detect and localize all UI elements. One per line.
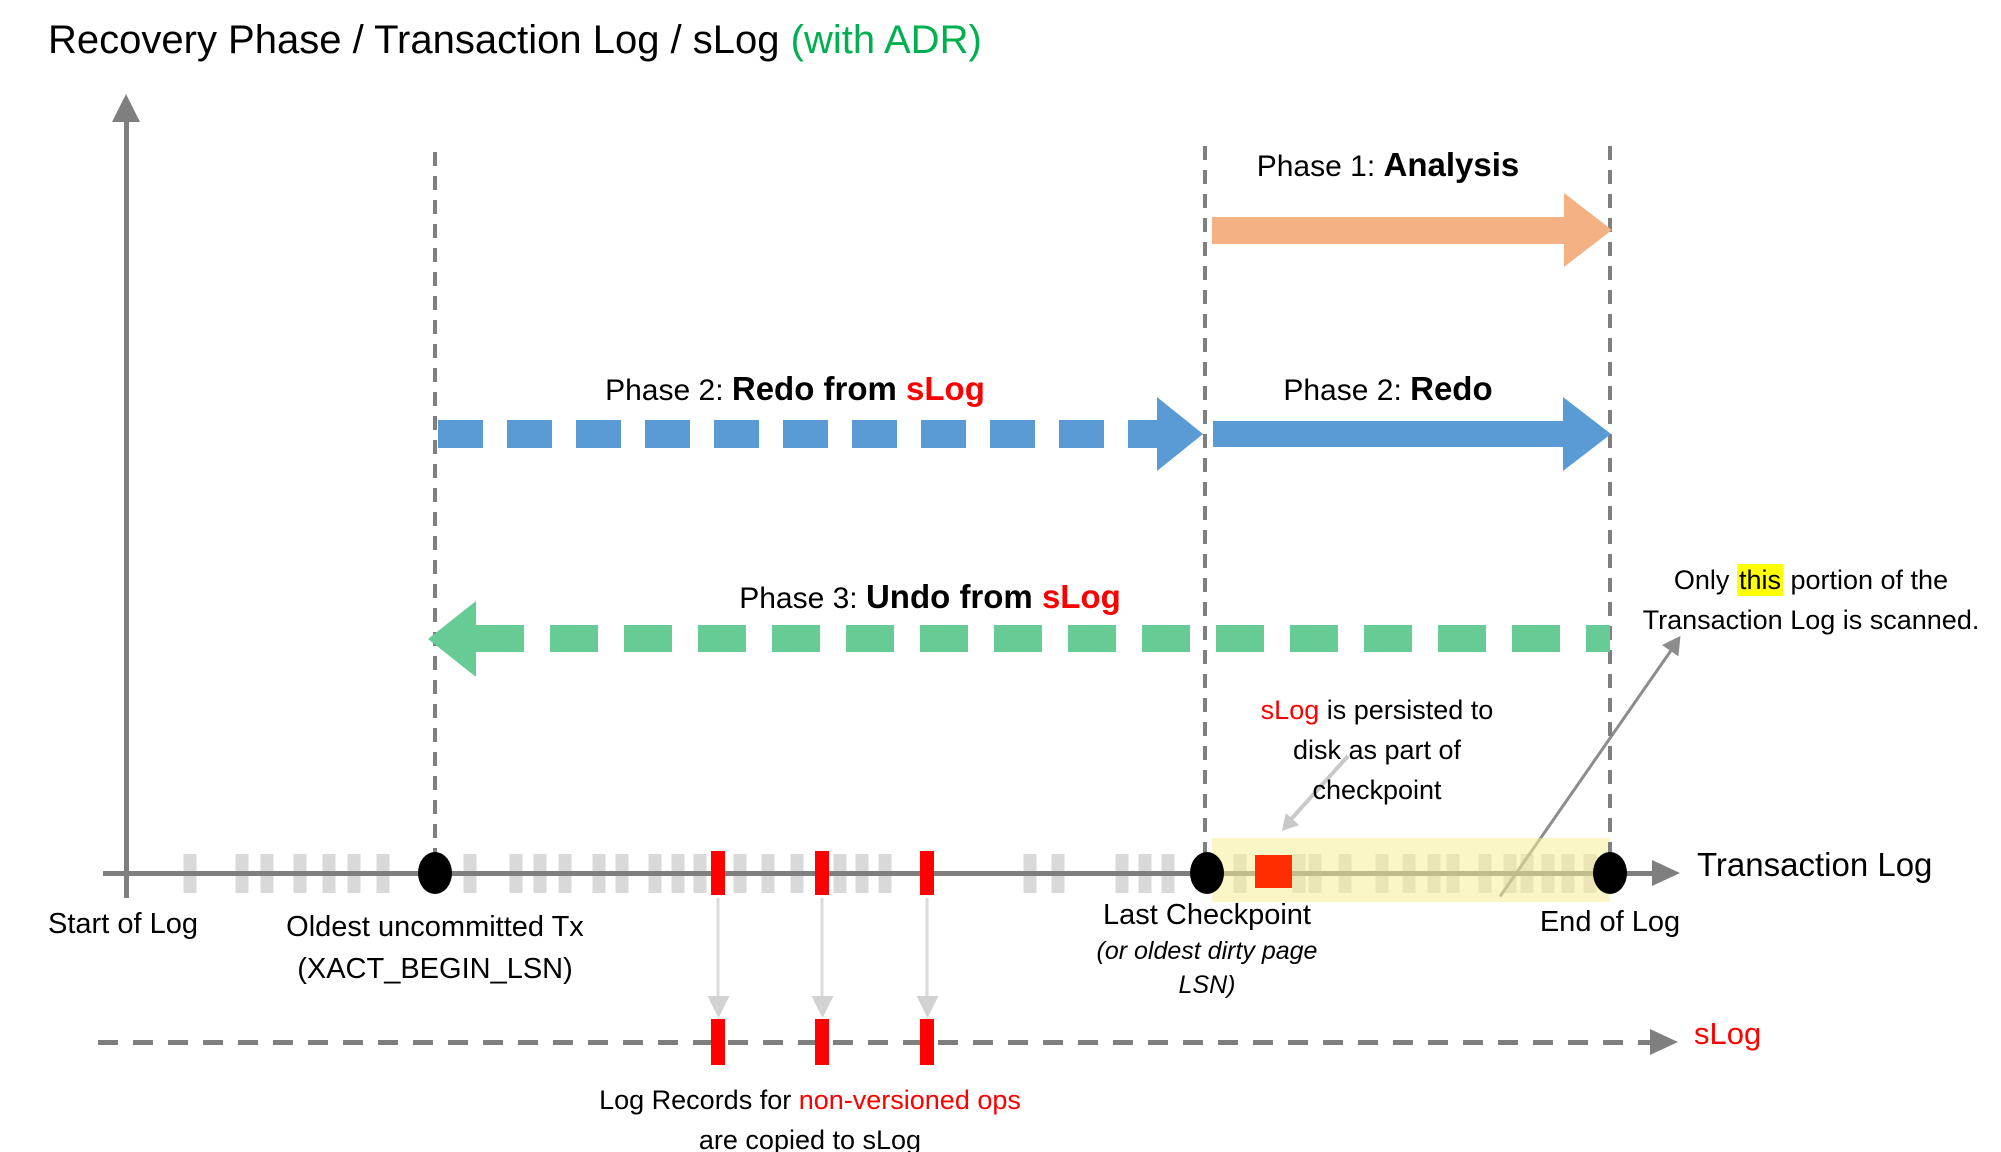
slog-record-tick — [711, 1019, 725, 1065]
scan-portion-note: Only this portion of the Transaction Log… — [1622, 560, 2000, 640]
checkpoint-line3: LSN) — [1178, 971, 1236, 999]
end-of-log-label: End of Log — [1539, 906, 1681, 938]
phase3-undo-arrowhead-icon — [428, 601, 476, 677]
y-axis-arrowhead-icon — [112, 94, 140, 122]
phase2s-name: Redo from — [731, 370, 907, 407]
copy-down-arrow — [925, 898, 929, 996]
phase1-prefix: Phase 1: — [1256, 150, 1384, 183]
last-checkpoint-boundary-line — [1203, 146, 1207, 873]
copy-to-slog-note: Log Records for non-versioned ops are co… — [560, 1080, 1060, 1152]
lsn-marker-dot — [418, 852, 452, 894]
phase2-redo-from-slog-label: Phase 2: Redo from sLog — [430, 370, 1160, 408]
phase1-label: Phase 1: Analysis — [1212, 146, 1564, 184]
persist-note-line3: checkpoint — [1312, 775, 1442, 805]
transaction-log-arrowhead-icon — [1652, 860, 1680, 886]
phase2s-accent: sLog — [906, 370, 985, 407]
scan-note-line2: Transaction Log is scanned. — [1642, 605, 1980, 635]
slog-persist-note: sLog is persisted to disk as part of che… — [1222, 690, 1532, 810]
copy-down-arrow — [820, 898, 824, 996]
phase2-name: Redo — [1410, 370, 1493, 407]
oldest-uncommitted-tx-boundary-line — [433, 152, 437, 872]
oldest-uncommitted-tx-label: Oldest uncommitted Tx (XACT_BEGIN_LSN) — [185, 906, 685, 990]
phase2-redo-arrow — [1213, 421, 1563, 447]
phase2-redo-from-slog-arrowhead-icon — [1157, 397, 1203, 471]
phase3-undo-from-slog-arrow — [476, 625, 1610, 652]
checkpoint-line1: Last Checkpoint — [1103, 899, 1311, 931]
start-of-log-label: Start of Log — [48, 908, 198, 940]
phase3-undo-label: Phase 3: Undo from sLog — [430, 578, 1430, 616]
lsn-marker-dot — [1190, 852, 1224, 894]
phase1-arrowhead-icon — [1564, 193, 1612, 267]
slog-checkpoint-record-square — [1255, 855, 1292, 888]
slog-record-tick — [815, 1019, 829, 1065]
persist-note-rest: is persisted to — [1319, 695, 1494, 725]
persist-note-line2: disk as part of — [1292, 735, 1462, 765]
phase2-redo-arrowhead-icon — [1563, 397, 1611, 471]
slog-arrowhead-icon — [1650, 1029, 1678, 1055]
phase3-name: Undo from — [865, 578, 1042, 615]
non-versioned-op-tick — [711, 851, 725, 895]
phase3-accent: sLog — [1041, 578, 1121, 615]
page-title: Recovery Phase / Transaction Log / sLog … — [48, 18, 982, 63]
transaction-log-label: Transaction Log — [1697, 846, 1933, 883]
copy-note-pre: Log Records for — [599, 1085, 799, 1115]
checkpoint-line2: (or oldest dirty page — [1096, 937, 1318, 965]
last-checkpoint-label: Last Checkpoint (or oldest dirty page LS… — [1032, 896, 1382, 1002]
lsn-marker-dot — [1593, 852, 1627, 894]
phase2-redo-from-slog-arrow — [438, 420, 1157, 448]
transaction-log-axis-line — [103, 871, 1655, 876]
non-versioned-op-tick — [920, 851, 934, 895]
phase3-prefix: Phase 3: — [739, 582, 866, 615]
phase2-prefix: Phase 2: — [1283, 374, 1411, 407]
non-versioned-op-tick — [815, 851, 829, 895]
scan-note-highlight: this — [1736, 564, 1783, 596]
slog-record-tick — [920, 1019, 934, 1065]
end-of-log-boundary-line — [1608, 146, 1612, 873]
slog-label: sLog — [1694, 1016, 1762, 1051]
copy-note-accent: non-versioned ops — [798, 1085, 1021, 1115]
y-axis-line — [124, 112, 129, 898]
phase1-analysis-arrow — [1212, 217, 1564, 244]
scan-note-post: portion of the — [1782, 565, 1949, 595]
persist-note-accent: sLog — [1260, 695, 1320, 725]
copy-down-arrow — [716, 898, 720, 996]
title-accent: (with ADR) — [790, 18, 982, 62]
title-main: Recovery Phase / Transaction Log / sLog — [48, 18, 791, 62]
oldest-tx-line1: Oldest uncommitted Tx — [286, 911, 584, 943]
phase2-redo-label: Phase 2: Redo — [1213, 370, 1563, 408]
slog-line — [98, 1040, 1650, 1045]
copy-note-line2: are copied to sLog — [698, 1125, 922, 1152]
oldest-tx-line2: (XACT_BEGIN_LSN) — [297, 953, 573, 985]
scan-note-pre: Only — [1673, 565, 1737, 595]
phase2s-prefix: Phase 2: — [605, 374, 732, 407]
phase1-name: Analysis — [1383, 146, 1520, 183]
